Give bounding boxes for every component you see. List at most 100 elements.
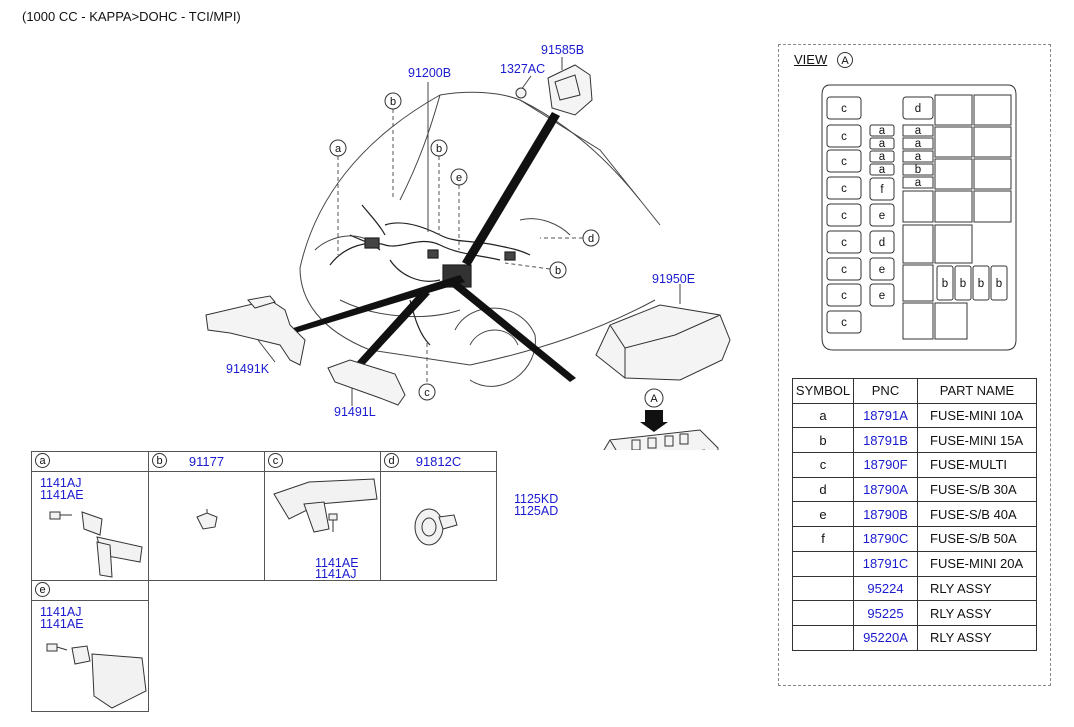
detail-e-symbol: e <box>35 582 50 597</box>
view-left-2: c <box>841 131 847 143</box>
view-left-8: c <box>841 290 847 302</box>
detail-c-illustration <box>273 478 378 533</box>
row-symbol: a <box>792 402 854 429</box>
view-bottom-3: b <box>978 278 984 290</box>
table-row: 95225 RLY ASSY <box>792 600 1037 626</box>
row-part-name: FUSE-MINI 20A <box>917 550 1037 577</box>
grommet-clip-illustration <box>196 509 218 530</box>
row-part-name: RLY ASSY <box>917 624 1037 651</box>
detail-b-symbol: b <box>152 453 167 468</box>
view-left-5: c <box>841 210 847 222</box>
row-pnc[interactable]: 18791C <box>853 550 918 577</box>
table-row: 18791C FUSE-MINI 20A <box>792 550 1037 577</box>
row-symbol <box>792 550 854 577</box>
view-bottom-2: b <box>960 278 966 290</box>
callout-front-protector[interactable]: 91491K <box>226 362 270 376</box>
row-pnc[interactable]: 18790B <box>853 501 918 528</box>
table-row: e 18790B FUSE-S/B 40A <box>792 501 1037 528</box>
row-pnc[interactable]: 18790A <box>853 476 918 503</box>
header-pnc: PNC <box>853 378 918 404</box>
view-marker-a: A <box>650 393 658 405</box>
view-right-small-4: b <box>915 164 921 176</box>
detail-d-pnc[interactable]: 91812C <box>415 454 462 469</box>
page-title: (1000 CC - KAPPA>DOHC - TCI/MPI) <box>22 9 241 24</box>
view-left-1: c <box>841 103 847 115</box>
callout-bolt-kd[interactable]: 1125KD <box>514 492 559 506</box>
callout-relay-bracket[interactable]: 91585B <box>541 43 585 57</box>
view-title: VIEW <box>794 52 828 67</box>
view-marker: A <box>837 52 853 68</box>
view-left-7: c <box>841 264 847 276</box>
detail-a-illustration <box>49 511 143 578</box>
view-right-small-2: a <box>915 138 922 150</box>
table-row: b 18791B FUSE-MINI 15A <box>792 427 1037 454</box>
table-row: 95220A RLY ASSY <box>792 624 1037 651</box>
grommet-illustration <box>414 508 458 546</box>
row-pnc[interactable]: 95220A <box>853 624 918 651</box>
callout-relay-bolt[interactable]: 1327AC <box>500 62 546 76</box>
detail-a-symbol: a <box>35 453 50 468</box>
detail-a-label-2[interactable]: 1141AE <box>40 488 84 502</box>
row-pnc[interactable]: 18791A <box>853 402 918 429</box>
view-left-6: c <box>841 237 847 249</box>
row-pnc[interactable]: 95225 <box>853 600 918 626</box>
detail-e: e 1141AJ 1141AE <box>31 580 149 712</box>
fuse-layout: c c c c c c c c c a a a a f e d e e d a … <box>821 84 1017 351</box>
view-mid-large-1: f <box>880 184 884 196</box>
detail-grid: a 1141AJ 1141AE b 91177 c <box>31 451 497 581</box>
detail-b-pnc[interactable]: 91177 <box>188 454 225 469</box>
view-mid-large-4: e <box>879 264 885 276</box>
detail-c-label-2[interactable]: 1141AJ <box>315 567 357 581</box>
callout-bolt-ad[interactable]: 1125AD <box>514 504 559 518</box>
view-mid-small-4: a <box>879 164 886 176</box>
view-right-small-3: a <box>915 151 922 163</box>
detail-e-label-1[interactable]: 1141AJ <box>40 605 82 619</box>
row-symbol: e <box>792 501 854 528</box>
marker-b3: b <box>555 265 561 277</box>
callout-harness[interactable]: 91200B <box>408 66 452 80</box>
view-mid-small-2: a <box>879 138 886 150</box>
view-right-top: d <box>915 103 921 115</box>
row-pnc[interactable]: 18790F <box>853 452 918 478</box>
view-left-4: c <box>841 183 847 195</box>
detail-d: d 91812C <box>381 452 496 580</box>
row-part-name: FUSE-S/B 50A <box>917 526 1037 552</box>
detail-e-label-2[interactable]: 1141AE <box>40 617 84 631</box>
detail-a-label-1[interactable]: 1141AJ <box>40 476 82 490</box>
row-part-name: FUSE-MINI 10A <box>917 402 1037 429</box>
row-part-name: FUSE-MINI 15A <box>917 427 1037 454</box>
view-panel <box>778 44 1051 686</box>
view-mid-large-3: d <box>879 237 885 249</box>
marker-b1: b <box>390 96 396 108</box>
view-mid-small-3: a <box>879 151 886 163</box>
row-part-name: RLY ASSY <box>917 575 1037 602</box>
row-pnc[interactable]: 18791B <box>853 427 918 454</box>
detail-c-symbol: c <box>268 453 283 468</box>
marker-b2: b <box>436 143 442 155</box>
table-row: f 18790C FUSE-S/B 50A <box>792 526 1037 552</box>
detail-c: c 1141AE 1141AJ <box>265 452 381 581</box>
header-symbol: SYMBOL <box>792 378 854 404</box>
view-bottom-1: b <box>942 278 948 290</box>
detail-b: b 91177 <box>149 452 265 580</box>
table-row: c 18790F FUSE-MULTI <box>792 452 1037 478</box>
row-part-name: FUSE-MULTI <box>917 452 1037 478</box>
row-symbol: b <box>792 427 854 454</box>
row-symbol: c <box>792 452 854 478</box>
table-row: d 18790A FUSE-S/B 30A <box>792 476 1037 503</box>
view-mid-small-1: a <box>879 125 886 137</box>
row-pnc[interactable]: 95224 <box>853 575 918 602</box>
marker-e: e <box>456 172 462 184</box>
row-part-name: RLY ASSY <box>917 600 1037 626</box>
callout-rear-protector[interactable]: 91491L <box>334 405 376 419</box>
row-symbol <box>792 575 854 602</box>
marker-d: d <box>588 233 594 245</box>
marker-a: a <box>335 143 342 155</box>
view-right-small-1: a <box>915 125 922 137</box>
view-mid-large-5: e <box>879 290 885 302</box>
row-pnc[interactable]: 18790C <box>853 526 918 552</box>
callout-fuse-cover[interactable]: 91950E <box>652 272 696 286</box>
detail-c-label-1[interactable]: 1141AE <box>315 556 359 570</box>
view-mid-large-2: e <box>879 210 885 222</box>
row-symbol: f <box>792 526 854 552</box>
